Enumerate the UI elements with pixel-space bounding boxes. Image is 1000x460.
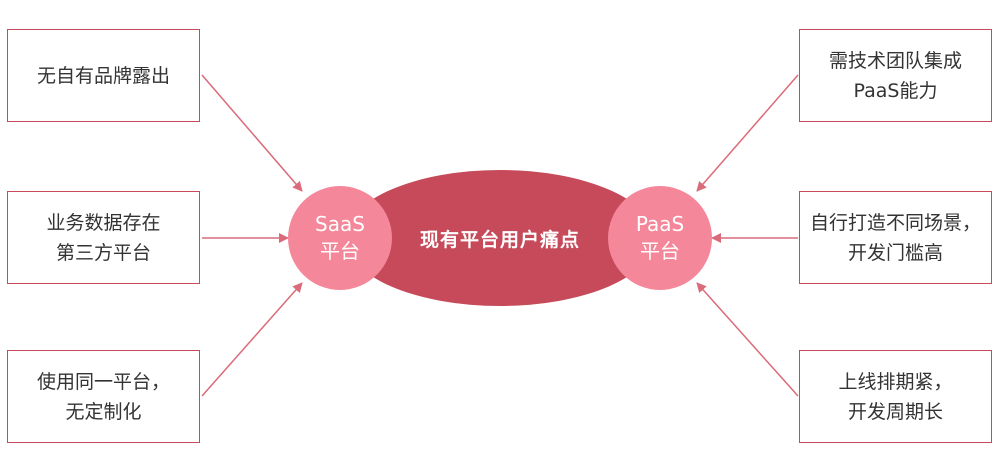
arrow-left-top (201, 74, 303, 192)
box-text-line: 业务数据存在 (46, 211, 161, 234)
arrow-left-bottom (201, 282, 303, 397)
arrow-right-bottom (696, 282, 799, 397)
paas-platform-node: PaaS 平台 (608, 186, 712, 290)
box-text-line: PaaS能力 (853, 79, 938, 102)
saas-line-1: SaaS (315, 212, 365, 236)
box-text-line: 开发门槛高 (847, 241, 943, 264)
box-text-line: 使用同一平台， (36, 370, 170, 393)
box-text-line: 第三方平台 (55, 241, 151, 264)
pain-point-tech-team-integration: 需技术团队集成 PaaS能力 (799, 29, 992, 122)
box-text-line: 开发周期长 (847, 400, 943, 423)
box-text-line: 无定制化 (65, 400, 142, 423)
paas-line-1: PaaS (635, 212, 685, 236)
arrow-right-top (696, 74, 799, 192)
center-ellipse (345, 170, 655, 306)
pain-point-third-party-data: 业务数据存在 第三方平台 (7, 191, 200, 284)
pain-point-no-own-brand: 无自有品牌露出 (7, 29, 200, 122)
paas-line-2: 平台 (640, 239, 680, 263)
box-text-line: 自行打造不同场景， (809, 211, 981, 234)
pain-point-no-customization: 使用同一平台， 无定制化 (7, 350, 200, 443)
box-text-line: 需技术团队集成 (828, 49, 962, 72)
box-text-line: 上线排期紧， (838, 370, 953, 393)
pain-point-long-dev-cycle: 上线排期紧， 开发周期长 (799, 350, 992, 443)
pain-point-high-dev-threshold: 自行打造不同场景， 开发门槛高 (799, 191, 992, 284)
center-title: 现有平台用户痛点 (419, 228, 580, 251)
box-text-line: 无自有品牌露出 (36, 64, 170, 87)
saas-line-2: 平台 (320, 239, 360, 263)
saas-platform-node: SaaS 平台 (288, 186, 392, 290)
